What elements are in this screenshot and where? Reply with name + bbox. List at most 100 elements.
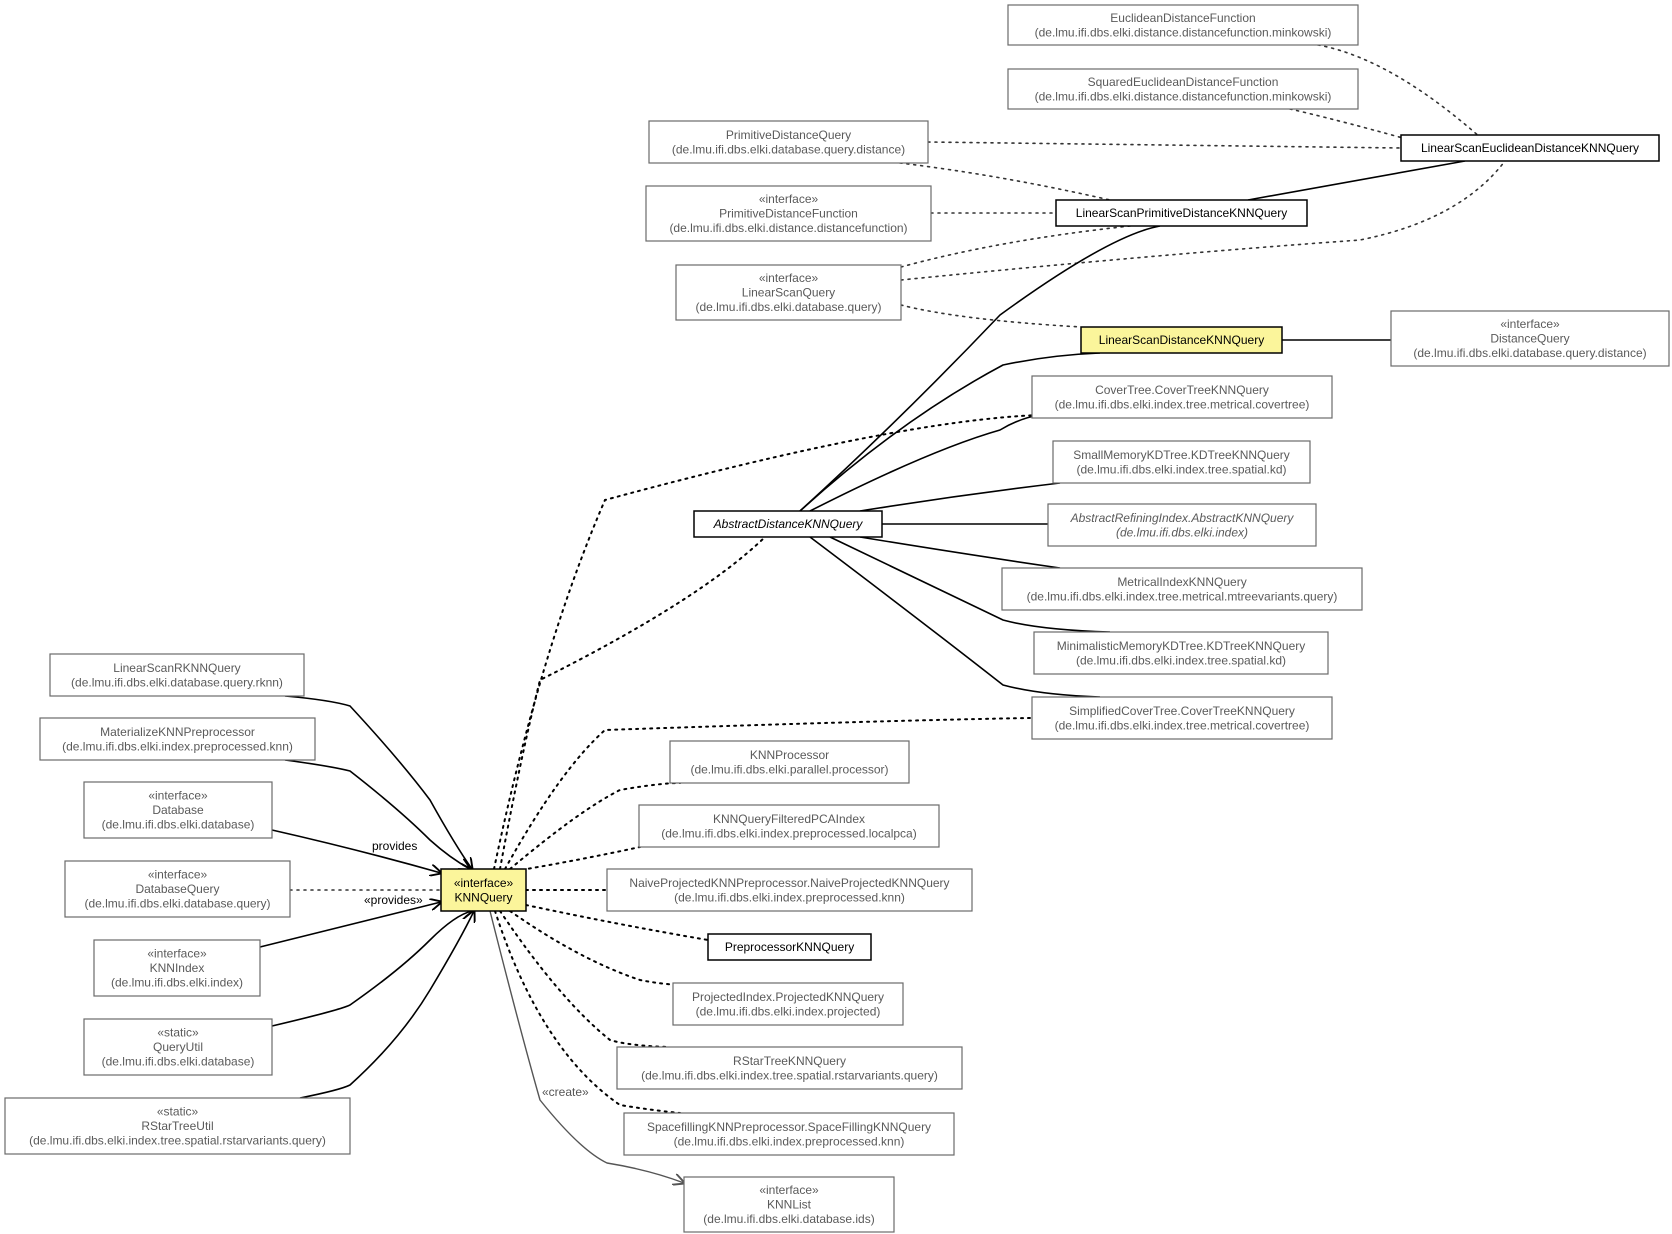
class-box-border <box>4 1097 351 1155</box>
class-box-euclidean-distance-function[interactable]: EuclideanDistanceFunction(de.lmu.ifi.dbs… <box>1007 4 1359 46</box>
class-box-rstar-tree-knn-query[interactable]: RStarTreeKNNQuery(de.lmu.ifi.dbs.elki.in… <box>616 1046 963 1090</box>
class-box-line: (de.lmu.ifi.dbs.elki.index.tree.metrical… <box>1055 397 1310 411</box>
class-box-materialize-knn-preprocessor[interactable]: MaterializeKNNPreprocessor(de.lmu.ifi.db… <box>39 717 316 761</box>
class-box-line: LinearScanEuclideanDistanceKNNQuery <box>1421 141 1639 155</box>
class-box-projected-index-knn-query[interactable]: ProjectedIndex.ProjectedKNNQuery(de.lmu.… <box>672 982 904 1026</box>
class-box-line: MetricalIndexKNNQuery <box>1117 575 1246 589</box>
class-box-line: KNNQueryFilteredPCAIndex <box>713 812 865 826</box>
class-box-border <box>648 120 929 164</box>
class-box-border <box>616 1046 963 1090</box>
class-box-line: PrimitiveDistanceFunction <box>719 207 858 221</box>
class-box-metrical-index-knn-query[interactable]: MetricalIndexKNNQuery(de.lmu.ifi.dbs.elk… <box>1001 567 1363 611</box>
class-box-border <box>669 740 910 784</box>
class-box-abstract-distance-knn-query[interactable]: AbstractDistanceKNNQuery <box>693 510 883 538</box>
class-box-line: KNNList <box>767 1198 812 1212</box>
class-box-linear-scan-primitive-knn-query[interactable]: LinearScanPrimitiveDistanceKNNQuery <box>1055 199 1308 227</box>
class-box-database[interactable]: «interface»Database(de.lmu.ifi.dbs.elki.… <box>83 781 273 839</box>
class-box-query-util[interactable]: «static»QueryUtil(de.lmu.ifi.dbs.elki.da… <box>83 1018 273 1076</box>
class-box-primitive-distance-function[interactable]: «interface»PrimitiveDistanceFunction(de.… <box>645 185 932 242</box>
dependency-edge <box>494 910 681 1114</box>
class-box-squared-euclidean-distance-function[interactable]: SquaredEuclideanDistanceFunction(de.lmu.… <box>1007 68 1359 110</box>
dependency-edge <box>927 141 1402 149</box>
class-box-preprocessor-knn-query[interactable]: PreprocessorKNNQuery <box>707 933 872 961</box>
class-box-line: ProjectedIndex.ProjectedKNNQuery <box>692 990 884 1004</box>
create-label: «create» <box>542 1085 589 1099</box>
class-box-minimalistic-memory-kdtree-knn-query[interactable]: MinimalisticMemoryKDTree.KDTreeKNNQuery(… <box>1033 631 1329 675</box>
dependency-edge <box>493 414 1041 870</box>
class-box-line: (de.lmu.ifi.dbs.elki.database) <box>102 818 255 832</box>
class-box-knn-list[interactable]: «interface»KNNList(de.lmu.ifi.dbs.elki.d… <box>683 1176 895 1233</box>
class-box-line: (de.lmu.ifi.dbs.elki.index.tree.spatial.… <box>1076 462 1286 476</box>
class-box-line: (de.lmu.ifi.dbs.elki.index) <box>1116 525 1248 539</box>
class-box-border <box>672 982 904 1026</box>
class-box-line: (de.lmu.ifi.dbs.elki.index.tree.spatial.… <box>1076 653 1286 667</box>
class-box-line: DistanceQuery <box>1490 332 1569 346</box>
class-box-line: «interface» <box>1500 317 1560 331</box>
class-box-border <box>707 933 872 961</box>
class-box-border <box>39 717 316 761</box>
class-box-naive-projected-knn-query[interactable]: NaiveProjectedKNNPreprocessor.NaiveProje… <box>606 868 973 912</box>
class-box-border <box>623 1112 955 1156</box>
class-box-border <box>1047 503 1317 547</box>
class-box-border <box>83 1018 273 1076</box>
class-box-line: «interface» <box>759 192 819 206</box>
association-arrow <box>284 759 470 869</box>
class-box-line: «static» <box>157 1105 199 1119</box>
class-box-cover-tree-knn-query[interactable]: CoverTree.CoverTreeKNNQuery(de.lmu.ifi.d… <box>1031 375 1333 419</box>
class-box-line: LinearScanQuery <box>742 286 835 300</box>
class-box-line: (de.lmu.ifi.dbs.elki.database.query.dist… <box>672 142 905 156</box>
class-box-line: KNNQuery <box>454 890 512 904</box>
dependency-edge <box>499 536 766 870</box>
edge-labels: provides «provides» «create» <box>364 839 589 1099</box>
class-box-distance-query[interactable]: «interface»DistanceQuery(de.lmu.ifi.dbs.… <box>1390 310 1670 367</box>
class-box-line: «interface» <box>148 868 208 882</box>
dependency-edge <box>509 910 681 986</box>
class-box-border <box>606 868 973 912</box>
class-box-spacefilling-knn-query[interactable]: SpacefillingKNNPreprocessor.SpaceFilling… <box>623 1112 955 1156</box>
edges <box>259 44 1506 1183</box>
class-box-border <box>1080 326 1283 354</box>
class-box-line: (de.lmu.ifi.dbs.elki.distance.distancefu… <box>669 221 907 235</box>
class-box-line: «static» <box>157 1026 199 1040</box>
class-box-rstar-tree-util[interactable]: «static»RStarTreeUtil(de.lmu.ifi.dbs.elk… <box>4 1097 351 1155</box>
class-box-border <box>1031 375 1333 419</box>
class-box-border <box>1055 199 1308 227</box>
class-box-line: PrimitiveDistanceQuery <box>726 128 851 142</box>
class-box-border <box>693 510 883 538</box>
class-box-line: (de.lmu.ifi.dbs.elki.database.ids) <box>703 1212 874 1226</box>
association-arrow <box>259 902 441 948</box>
class-box-knn-index[interactable]: «interface»KNNIndex(de.lmu.ifi.dbs.elki.… <box>93 939 261 997</box>
class-box-knn-query[interactable]: «interface»KNNQuery <box>440 868 527 912</box>
class-box-line: RStarTreeUtil <box>141 1119 213 1133</box>
class-box-small-memory-kdtree-knn-query[interactable]: SmallMemoryKDTree.KDTreeKNNQuery(de.lmu.… <box>1052 440 1311 484</box>
class-box-line: (de.lmu.ifi.dbs.elki.index.preprocessed.… <box>661 826 916 840</box>
class-box-line: KNNIndex <box>150 961 205 975</box>
class-box-line: SimplifiedCoverTree.CoverTreeKNNQuery <box>1069 704 1295 718</box>
class-box-border <box>645 185 932 242</box>
class-box-line: (de.lmu.ifi.dbs.elki.index) <box>111 976 243 990</box>
class-box-border <box>93 939 261 997</box>
class-box-line: (de.lmu.ifi.dbs.elki.parallel.processor) <box>690 762 888 776</box>
dependency-edge <box>900 304 1082 328</box>
class-box-line: «interface» <box>148 789 208 803</box>
class-box-linear-scan-query[interactable]: «interface»LinearScanQuery(de.lmu.ifi.db… <box>675 264 902 321</box>
class-box-abstract-refining-index-knn-query[interactable]: AbstractRefiningIndex.AbstractKNNQuery(d… <box>1047 503 1317 547</box>
class-box-linear-scan-distance-knn-query[interactable]: LinearScanDistanceKNNQuery <box>1080 326 1283 354</box>
class-box-knn-query-filtered-pca-index[interactable]: KNNQueryFilteredPCAIndex(de.lmu.ifi.dbs.… <box>638 804 940 848</box>
class-box-line: AbstractRefiningIndex.AbstractKNNQuery <box>1070 511 1295 525</box>
class-box-simplified-cover-tree-knn-query[interactable]: SimplifiedCoverTree.CoverTreeKNNQuery(de… <box>1031 696 1333 740</box>
class-box-line: (de.lmu.ifi.dbs.elki.index.tree.spatial.… <box>29 1134 326 1148</box>
class-box-database-query[interactable]: «interface»DatabaseQuery(de.lmu.ifi.dbs.… <box>64 860 291 918</box>
class-box-knn-processor[interactable]: KNNProcessor(de.lmu.ifi.dbs.elki.paralle… <box>669 740 910 784</box>
class-box-linear-scan-euclidean-knn-query[interactable]: LinearScanEuclideanDistanceKNNQuery <box>1400 134 1660 162</box>
class-box-line: (de.lmu.ifi.dbs.elki.distance.distancefu… <box>1035 25 1332 39</box>
class-box-line: (de.lmu.ifi.dbs.elki.database.query) <box>695 300 881 314</box>
class-box-primitive-distance-query[interactable]: PrimitiveDistanceQuery(de.lmu.ifi.dbs.el… <box>648 120 929 164</box>
class-box-line: LinearScanPrimitiveDistanceKNNQuery <box>1076 206 1287 220</box>
class-box-line: MinimalisticMemoryKDTree.KDTreeKNNQuery <box>1057 639 1305 653</box>
provides-label: provides <box>372 839 417 853</box>
class-box-line: (de.lmu.ifi.dbs.elki.database.query) <box>84 897 270 911</box>
class-box-border <box>683 1176 895 1233</box>
class-box-linear-scan-rknn-query[interactable]: LinearScanRKNNQuery(de.lmu.ifi.dbs.elki.… <box>49 653 305 697</box>
